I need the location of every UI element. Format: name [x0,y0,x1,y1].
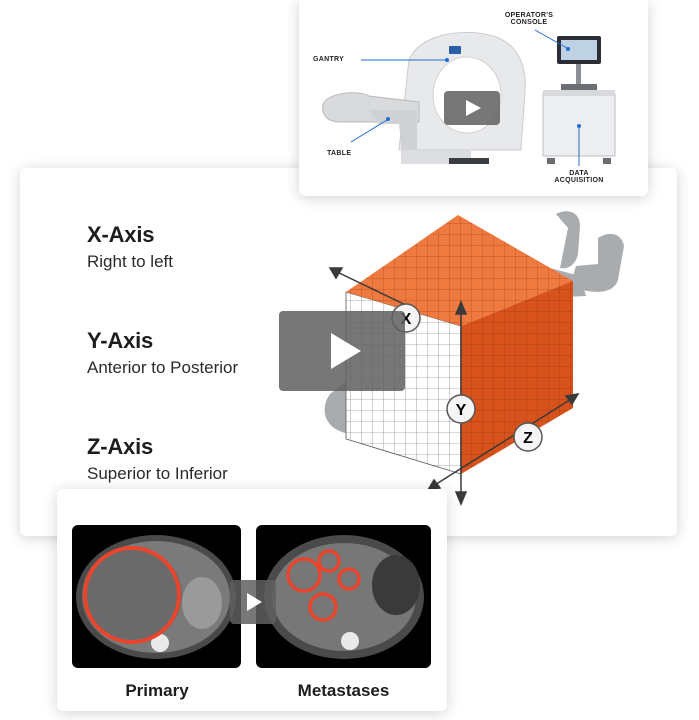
primary-caption: Primary [125,681,189,700]
data-acquisition-label: DATA ACQUISITION [554,170,604,184]
cube-label-y: Y [456,402,467,419]
metastases-scan-image [256,525,431,668]
y-axis-title: Y-Axis [87,328,154,353]
play-icon [331,333,361,369]
primary-scan-image [72,525,241,668]
axes-card: X-Axis Right to left Y-Axis Anterior to … [20,168,677,536]
ct-scans-card: Primary Metastases [57,489,447,711]
play-video-button[interactable] [230,580,276,624]
play-video-button[interactable] [279,311,405,391]
cube-label-x: X [401,311,412,328]
gantry-label: GANTRY [313,56,345,63]
table-label: TABLE [327,150,352,157]
metastases-caption: Metastases [297,681,390,700]
z-axis-title: Z-Axis [87,434,154,459]
play-video-button[interactable] [444,91,500,125]
y-axis-subtitle: Anterior to Posterior [87,358,239,377]
play-icon [247,593,262,611]
primary-scan-graphic [76,535,236,659]
x-axis-block: X-Axis Right to left [87,222,173,272]
x-axis-title: X-Axis [87,222,155,247]
y-axis-block: Y-Axis Anterior to Posterior [87,328,238,378]
metastases-scan-graphic [264,535,424,659]
ct-scanner-card: GANTRY TABLE OPERATOR'S CONSOLE DATA ACQ… [299,0,648,196]
voxel-cube-illustration: X Y Z [324,211,624,506]
z-axis-subtitle: Superior to Inferior [87,464,228,483]
operator-console-label: OPERATOR'S CONSOLE [504,12,554,26]
z-axis-block: Z-Axis Superior to Inferior [87,434,228,484]
cube-label-z: Z [523,430,533,447]
play-icon [466,100,481,116]
x-axis-subtitle: Right to left [87,252,173,271]
